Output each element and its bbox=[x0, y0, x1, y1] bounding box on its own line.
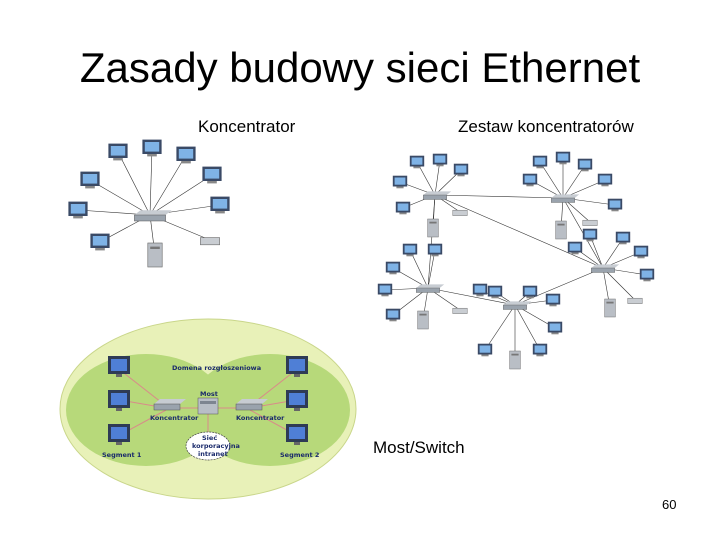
printer-icon bbox=[453, 308, 467, 313]
computer-icon bbox=[478, 344, 492, 357]
slide-title: Zasady budowy sieci Ethernet bbox=[0, 40, 720, 96]
page-number: 60 bbox=[662, 497, 676, 512]
computer-icon bbox=[523, 174, 537, 187]
printer-icon bbox=[453, 210, 467, 215]
bridge-diagram: Domena rozgłoszeniowa Most Koncentrator … bbox=[58, 318, 358, 500]
server-icon bbox=[148, 243, 162, 267]
computer-icon bbox=[546, 294, 560, 307]
multi-hub-network-diagram bbox=[365, 150, 665, 375]
computer-icon bbox=[578, 159, 592, 172]
computer-icon bbox=[598, 174, 612, 187]
computer-icon bbox=[568, 242, 582, 255]
computer-icon bbox=[640, 269, 654, 282]
cloud-label-line1: Sieć bbox=[202, 434, 217, 442]
server-icon bbox=[418, 311, 429, 329]
computer-icon bbox=[428, 244, 442, 257]
hub-icon bbox=[591, 264, 619, 272]
computer-icon bbox=[433, 154, 447, 167]
right-hub-label: Koncentrator bbox=[236, 414, 285, 422]
printer-icon bbox=[200, 238, 219, 245]
computer-icon bbox=[608, 199, 622, 212]
computer-icon bbox=[548, 322, 562, 335]
server-icon bbox=[605, 299, 616, 317]
single-hub-star-diagram bbox=[60, 130, 230, 275]
computer-icon bbox=[403, 244, 417, 257]
hub-icon bbox=[416, 284, 444, 292]
computer-icon bbox=[378, 284, 392, 297]
segment-2-computers bbox=[286, 356, 308, 445]
computer-icon bbox=[176, 147, 195, 164]
computer-icon bbox=[616, 232, 630, 245]
computer-icon bbox=[583, 229, 597, 242]
segment-2-label: Segment 2 bbox=[280, 451, 319, 459]
computer-icon bbox=[556, 152, 570, 165]
multi-hub-label: Zestaw koncentratorów bbox=[458, 117, 634, 137]
computer-icon bbox=[80, 172, 99, 189]
hub-icon bbox=[134, 210, 171, 221]
bridge-label: Most bbox=[200, 390, 218, 398]
left-hub-label: Koncentrator bbox=[150, 414, 199, 422]
server-icon bbox=[556, 221, 567, 239]
printer-icon bbox=[583, 220, 597, 225]
computer-icon bbox=[108, 144, 127, 161]
hub-icon bbox=[503, 301, 531, 309]
broadcast-domain-label: Domena rozgłoszeniowa bbox=[172, 364, 261, 372]
cloud-label-line2: korporacyjna bbox=[192, 442, 240, 450]
computer-icon bbox=[523, 286, 537, 299]
computer-icon bbox=[488, 286, 502, 299]
computer-icon bbox=[454, 164, 468, 177]
computer-icon bbox=[393, 176, 407, 189]
segment-1-label: Segment 1 bbox=[102, 451, 142, 459]
computer-icon bbox=[90, 234, 109, 251]
segment-1-computers bbox=[108, 356, 130, 445]
bridge-icon bbox=[198, 398, 218, 414]
computer-icon bbox=[210, 197, 229, 214]
computer-icon bbox=[202, 167, 221, 184]
computer-icon bbox=[68, 202, 87, 219]
computer-icon bbox=[396, 202, 410, 215]
server-icon bbox=[428, 219, 439, 237]
computer-icon bbox=[410, 156, 424, 169]
computer-icon bbox=[142, 140, 161, 157]
hub-icon bbox=[551, 194, 579, 202]
cloud-label-line3: intranet bbox=[198, 450, 228, 458]
switch-label: Most/Switch bbox=[373, 438, 465, 458]
computer-icon bbox=[634, 246, 648, 259]
computer-icon bbox=[386, 262, 400, 275]
computer-icon bbox=[533, 344, 547, 357]
server-icon bbox=[510, 351, 521, 369]
computer-icon bbox=[473, 284, 487, 297]
computer-icon bbox=[386, 309, 400, 322]
computer-icon bbox=[533, 156, 547, 169]
printer-icon bbox=[628, 298, 642, 303]
